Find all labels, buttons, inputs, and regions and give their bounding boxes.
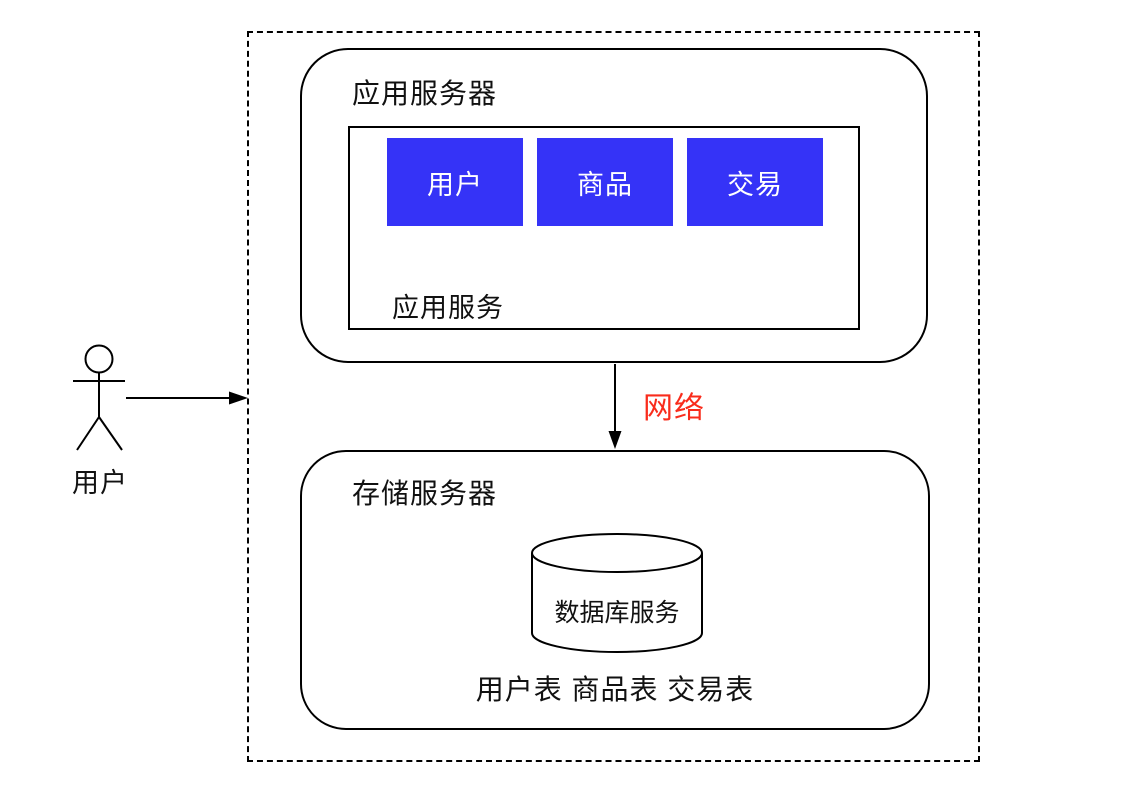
app-service-box: 用户 商品 交易 应用服务 — [348, 126, 860, 330]
app-service-label: 应用服务 — [392, 293, 504, 323]
user-actor-icon — [73, 344, 125, 451]
module-row: 用户 商品 交易 — [387, 138, 823, 226]
system-boundary — [247, 31, 980, 762]
network-arrow — [608, 364, 622, 449]
app-server-title: 应用服务器 — [352, 78, 498, 109]
database-service-label: 数据库服务 — [554, 599, 680, 627]
database-cylinder: 数据库服务 — [530, 532, 704, 654]
module-products: 商品 — [537, 138, 673, 226]
user-actor-label: 用户 — [72, 468, 128, 498]
tables-label: 用户表 商品表 交易表 — [475, 674, 755, 705]
user-to-system-arrow — [126, 391, 248, 405]
module-transactions: 交易 — [687, 138, 823, 226]
database-cylinder-icon — [531, 533, 703, 653]
storage-server-title: 存储服务器 — [352, 478, 498, 509]
network-label: 网络 — [643, 392, 705, 425]
module-users: 用户 — [387, 138, 523, 226]
storage-server-box: 存储服务器 数据库服务 用户表 商品表 交易表 — [300, 450, 930, 730]
